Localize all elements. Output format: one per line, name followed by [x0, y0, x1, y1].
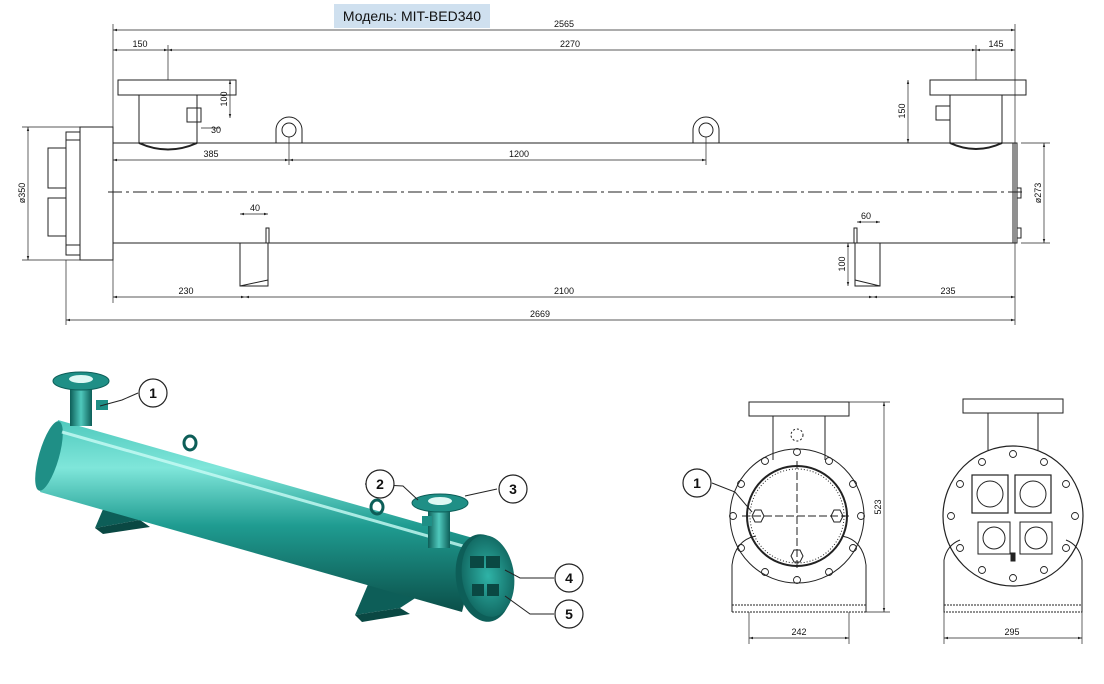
side-view [22, 24, 1050, 325]
dim-front-base-width: 242 [791, 627, 806, 637]
callout-3: 3 [509, 481, 517, 497]
inlet-flange [117, 79, 237, 96]
dim-overall-length: 2669 [530, 309, 550, 319]
front-callout-1: 1 [693, 475, 701, 491]
dim-support-height: 100 [837, 256, 847, 271]
dim-left-offset: 150 [132, 39, 147, 49]
dim-shell-diameter: ø273 [1033, 183, 1043, 204]
terminal-box-lower [47, 197, 67, 237]
terminal-box-upper [47, 147, 67, 189]
dim-flange-diameter: ø350 [17, 183, 27, 204]
support-left [239, 243, 269, 287]
dim-right-offset: 145 [988, 39, 1003, 49]
heater-shell [40, 420, 480, 612]
callout-5: 5 [565, 606, 573, 622]
isometric-view: 1 2 3 4 5 [35, 371, 584, 629]
dim-support-right-offset: 235 [940, 286, 955, 296]
flange-bolts [65, 131, 81, 256]
support-right [854, 243, 881, 287]
dim-total-top: 2565 [554, 19, 574, 29]
callout-2: 2 [376, 476, 384, 492]
model-prefix: Модель: [342, 8, 398, 24]
model-label: Модель: MIT-BED340 [334, 4, 490, 28]
dim-right-nozzle-height: 150 [897, 103, 907, 118]
dim-lug-offset: 385 [203, 149, 218, 159]
dim-front-height: 523 [873, 499, 883, 514]
callout-4: 4 [565, 570, 573, 586]
side-view-dimensions: 2565 150 2270 145 100 30 150 385 1200 ø3… [17, 19, 1043, 319]
dim-support-spacing: 2100 [554, 286, 574, 296]
dim-lug-spacing: 1200 [509, 149, 529, 159]
outlet-flange [929, 79, 1027, 96]
dim-nozzle-spacing: 2270 [560, 39, 580, 49]
dim-support-width-left: 40 [250, 203, 260, 213]
end-flange [79, 126, 114, 261]
front-end-view [682, 401, 890, 644]
dim-rear-base-width: 295 [1004, 627, 1019, 637]
dim-nozzle-height: 100 [219, 91, 229, 106]
model-code: MIT-BED340 [400, 8, 482, 24]
dim-support-width-right: 60 [861, 211, 871, 221]
dim-support-left-offset: 230 [178, 286, 193, 296]
rear-end-view [942, 398, 1084, 644]
shell-outline [112, 142, 1016, 244]
dim-nozzle-offset: 30 [211, 125, 221, 135]
callout-1: 1 [149, 385, 157, 401]
